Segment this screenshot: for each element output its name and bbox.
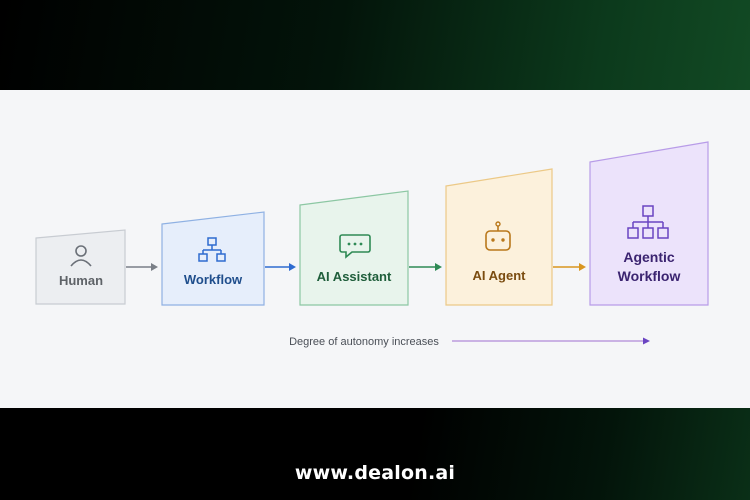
axis-arrowhead — [643, 337, 650, 345]
stage-agentic-workflow: Agentic Workflow — [589, 141, 709, 306]
footer-url[interactable]: www.dealon.ai — [294, 462, 456, 484]
hierarchy-icon — [627, 205, 669, 239]
stage-label-human: Human — [59, 273, 103, 288]
arrow-human-to-workflow — [126, 263, 158, 271]
chat-bubble-icon — [339, 234, 371, 259]
top-header-band — [0, 0, 750, 90]
arrow-agent-to-agentic — [553, 263, 586, 271]
stage-human: Human — [35, 229, 126, 305]
user-icon — [70, 245, 92, 267]
stage-ai-assistant: AI Assistant — [299, 190, 409, 306]
autonomy-axis: Degree of autonomy increases — [80, 333, 650, 349]
stage-label-ai-agent: AI Agent — [473, 268, 527, 283]
bottom-footer-band — [0, 408, 750, 500]
stage-label-agentic-line1: Agentic — [623, 249, 675, 265]
arrow-assistant-to-agent — [409, 263, 442, 271]
arrow-workflow-to-assistant — [265, 263, 296, 271]
stage-ai-agent: AI Agent — [445, 168, 553, 306]
stage-label-workflow: Workflow — [184, 272, 243, 287]
axis-caption: Degree of autonomy increases — [289, 336, 439, 348]
axis-caption-bg — [274, 333, 452, 349]
stage-label-ai-assistant: AI Assistant — [317, 269, 392, 284]
stage-workflow: Workflow — [161, 211, 265, 306]
flowchart-icon — [198, 237, 226, 262]
stage-label-agentic-line2: Workflow — [618, 268, 681, 284]
robot-icon — [485, 221, 511, 251]
